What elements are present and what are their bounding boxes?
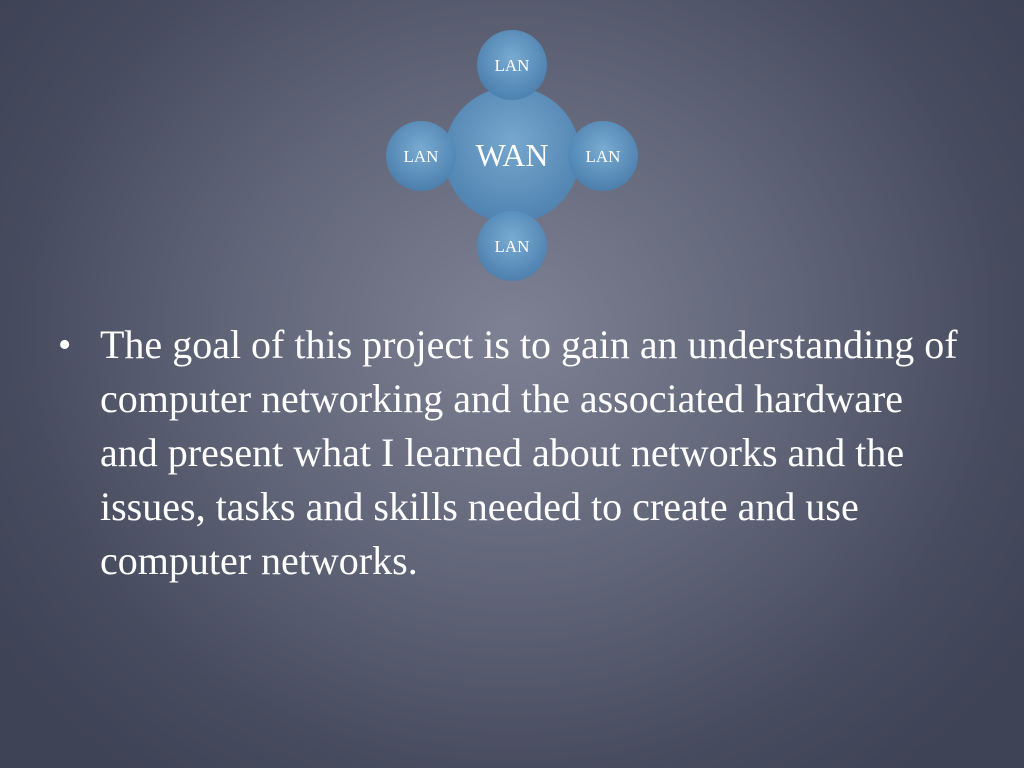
lan-circle-bottom <box>477 211 547 281</box>
wan-circle <box>444 87 580 223</box>
lan-circle-top <box>477 30 547 100</box>
lan-label-left: LAN <box>404 147 439 166</box>
wan-label: WAN <box>476 137 549 173</box>
lan-label-top: LAN <box>495 56 530 75</box>
lan-circle-right <box>568 121 638 191</box>
bullet-text: The goal of this project is to gain an u… <box>100 322 958 583</box>
lan-label-bottom: LAN <box>495 237 530 256</box>
lan-circle-left <box>386 121 456 191</box>
network-diagram: WAN LAN LAN LAN LAN <box>386 30 638 281</box>
bullet-list: • The goal of this project is to gain an… <box>58 318 958 588</box>
bullet-marker: • <box>58 324 72 366</box>
lan-label-right: LAN <box>586 147 621 166</box>
